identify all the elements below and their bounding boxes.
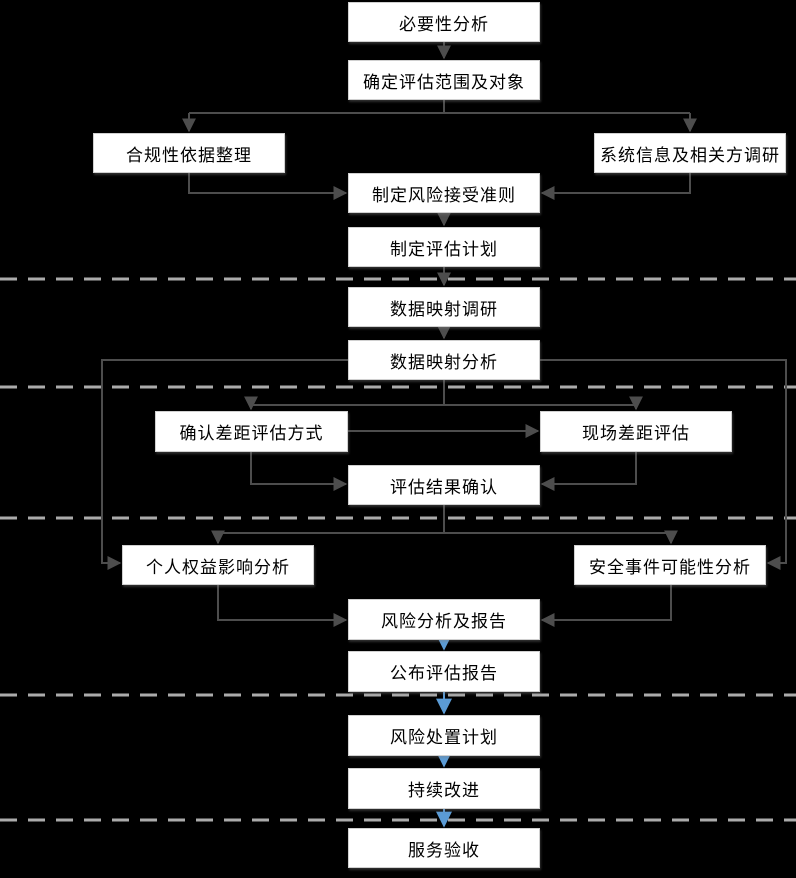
phase-divider-lines xyxy=(0,277,796,822)
node-compliance: 合规性依据整理 xyxy=(93,133,285,173)
node-mapping-survey: 数据映射调研 xyxy=(348,287,540,327)
node-risk-report: 风险分析及报告 xyxy=(348,599,540,640)
node-scope: 确定评估范围及对象 xyxy=(348,60,540,100)
arrow-security-likelihood-to-risk-report xyxy=(540,585,672,627)
node-rights-impact: 个人权益影响分析 xyxy=(122,545,314,585)
arrow-gap-method-to-result-confirm xyxy=(250,452,348,491)
arrow-rights-impact-to-risk-report xyxy=(217,585,348,627)
node-result-confirm: 评估结果确认 xyxy=(348,465,540,505)
node-onsite-gap: 现场差距评估 xyxy=(540,411,732,452)
gray-connectors xyxy=(101,42,787,627)
node-plan: 制定评估计划 xyxy=(348,227,540,267)
node-improve: 持续改进 xyxy=(348,768,540,809)
node-system-survey: 系统信息及相关方调研 xyxy=(594,133,786,173)
node-necessity: 必要性分析 xyxy=(348,2,540,42)
node-acceptance: 服务验收 xyxy=(348,828,540,868)
arrow-onsite-gap-to-result-confirm xyxy=(540,452,637,491)
arrow-compliance-to-criteria xyxy=(188,173,348,200)
node-criteria: 制定风险接受准则 xyxy=(348,173,540,213)
node-gap-method: 确认差距评估方式 xyxy=(155,411,348,452)
arrow-mapping-analysis-to-security-likelihood xyxy=(540,359,787,570)
node-security-likelihood: 安全事件可能性分析 xyxy=(574,545,766,585)
node-publish-report: 公布评估报告 xyxy=(348,651,540,692)
arrow-system-survey-to-criteria xyxy=(540,173,691,200)
node-treatment-plan: 风险处置计划 xyxy=(348,715,540,756)
node-mapping-analysis: 数据映射分析 xyxy=(348,340,540,380)
arrow-mapping-analysis-to-rights-impact xyxy=(101,359,348,570)
